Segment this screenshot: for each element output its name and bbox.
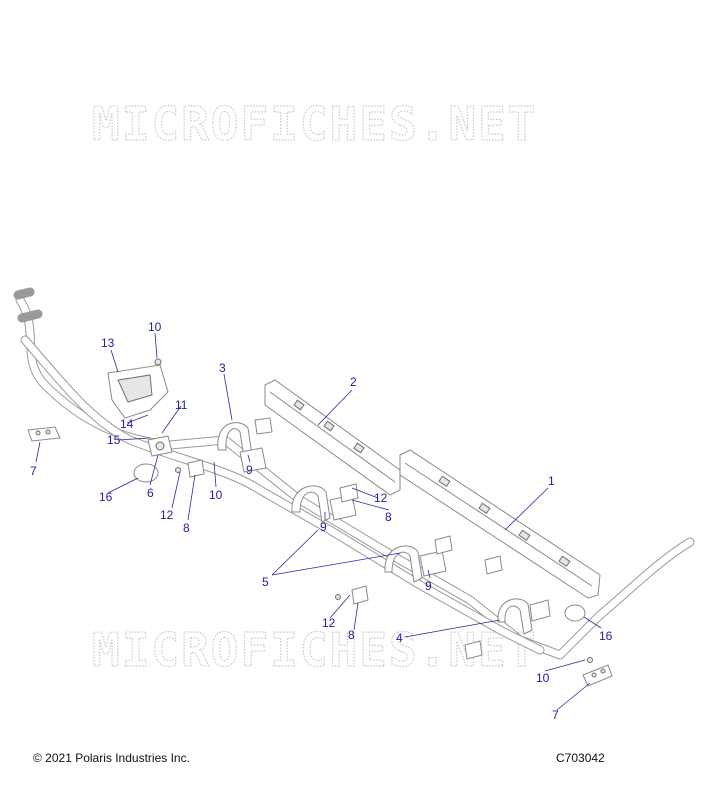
- heat-shield-13: [107, 364, 169, 419]
- callout-8-c: 8: [385, 510, 392, 524]
- frame-rail-2: [264, 379, 401, 496]
- callout-16-left: 16: [99, 490, 113, 504]
- callout-13: 13: [101, 336, 115, 350]
- callout-8-a: 8: [183, 521, 190, 535]
- callout-12-c: 12: [374, 491, 388, 505]
- hanger-5b: [384, 545, 423, 583]
- callout-1: 1: [548, 474, 555, 488]
- callout-10-right: 10: [536, 671, 550, 685]
- leader-lines: [35, 332, 602, 711]
- callout-16-right: 16: [599, 629, 613, 643]
- callout-9-a: 9: [246, 463, 253, 477]
- callout-14: 14: [120, 417, 134, 431]
- callout-12-a: 12: [160, 508, 174, 522]
- callout-5: 5: [262, 575, 269, 589]
- hanger-4: [497, 598, 533, 635]
- frame-rail-1: [399, 449, 601, 599]
- callout-4: 4: [396, 631, 403, 645]
- copyright-text: © 2021 Polaris Industries Inc.: [33, 751, 190, 765]
- clamp-7-left: [27, 426, 61, 442]
- figure-code: C703042: [556, 751, 605, 765]
- callout-9-b: 9: [320, 520, 327, 534]
- gasket-16-right: [564, 604, 586, 622]
- callout-10-top: 10: [148, 320, 162, 334]
- clamp-6: [147, 435, 173, 457]
- callout-7-left: 7: [30, 464, 37, 478]
- watermark-bottom: MICROFICHES.NET: [92, 623, 537, 677]
- callout-8-b: 8: [348, 628, 355, 642]
- callout-7-right: 7: [552, 708, 559, 722]
- callout-6: 6: [147, 486, 154, 500]
- gasket-16-left: [133, 463, 159, 483]
- watermark-top: MICROFICHES.NET: [92, 97, 537, 151]
- callout-12-b: 12: [322, 616, 336, 630]
- callout-11: 11: [175, 398, 188, 412]
- callout-9-c: 9: [425, 579, 432, 593]
- callout-2: 2: [350, 375, 357, 389]
- callouts: 1 2 3 4 5 6 7 7 8 8 8 9 9 9 10 10 10 11 …: [30, 320, 613, 722]
- hanger-5a: [291, 485, 331, 523]
- callout-10-mid: 10: [209, 488, 223, 502]
- clamp-7-right: [582, 664, 613, 687]
- callout-3: 3: [219, 361, 226, 375]
- callout-15: 15: [107, 433, 121, 447]
